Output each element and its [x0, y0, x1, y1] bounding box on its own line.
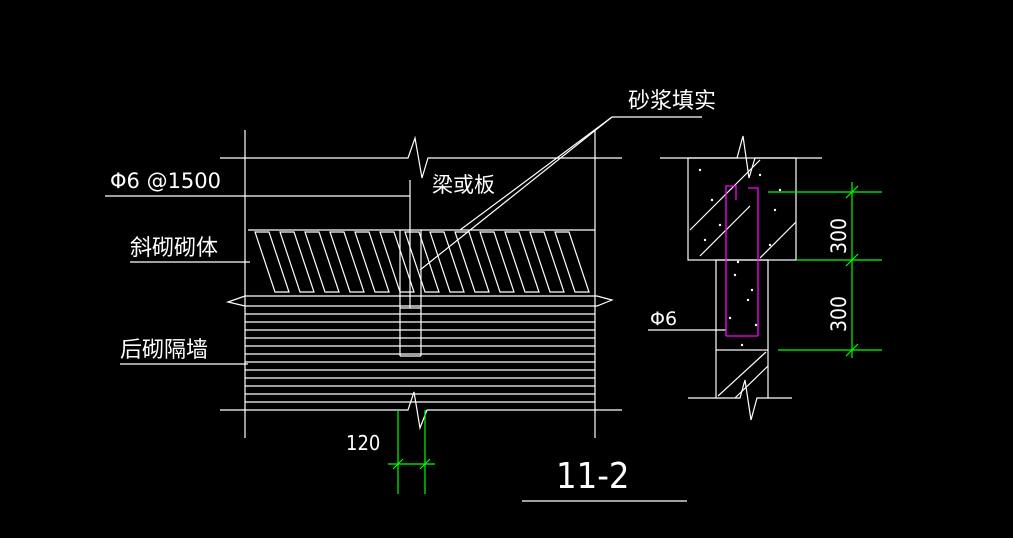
masonry-brick	[404, 231, 440, 293]
dimension-300-bottom: 300	[827, 296, 851, 332]
concrete-dot	[746, 298, 750, 302]
inclined-masonry-label: 斜砌砌体	[130, 236, 218, 261]
concrete-dot	[728, 316, 732, 320]
masonry-brick	[329, 231, 365, 293]
concrete-dot	[758, 173, 762, 177]
masonry-brick	[379, 231, 415, 293]
concrete-dot	[773, 208, 777, 212]
concrete-dot	[736, 260, 740, 264]
concrete-dot	[740, 343, 744, 347]
concrete-dot	[698, 168, 702, 172]
beam-or-slab-label: 梁或板	[432, 173, 495, 197]
inclined-masonry-hatch	[254, 231, 590, 293]
section-view	[648, 135, 822, 421]
concrete-dot	[718, 223, 722, 227]
concrete-dot	[768, 243, 772, 247]
masonry-brick	[454, 231, 490, 293]
masonry-brick	[254, 231, 290, 293]
masonry-brick	[354, 231, 390, 293]
masonry-brick	[529, 231, 565, 293]
masonry-brick	[304, 231, 340, 293]
partition-wall-hatch	[245, 313, 595, 403]
masonry-brick	[479, 231, 515, 293]
concrete-dot	[710, 198, 714, 202]
section-dimensions	[768, 182, 882, 358]
section-title: 11-2	[556, 456, 630, 497]
concrete-stipple	[698, 168, 782, 347]
concrete-dot	[754, 323, 758, 327]
concrete-dot	[750, 288, 754, 292]
elevation-view	[105, 116, 702, 502]
dimension-300-top: 300	[827, 218, 851, 254]
masonry-brick	[279, 231, 315, 293]
concrete-dot	[778, 188, 782, 192]
mortar-fill-label: 砂浆填实	[628, 89, 716, 114]
concrete-dot	[703, 238, 707, 242]
rebar-small-label: Φ6	[650, 308, 677, 330]
concrete-dot	[733, 273, 737, 277]
rebar-spec-label: Φ6 @1500	[110, 169, 221, 193]
masonry-brick	[554, 231, 590, 293]
dimension-120: 120	[346, 431, 380, 455]
rebar-stirrup	[725, 185, 759, 337]
masonry-brick	[504, 231, 540, 293]
masonry-brick	[429, 231, 465, 293]
partition-wall-label: 后砌隔墙	[120, 338, 208, 363]
